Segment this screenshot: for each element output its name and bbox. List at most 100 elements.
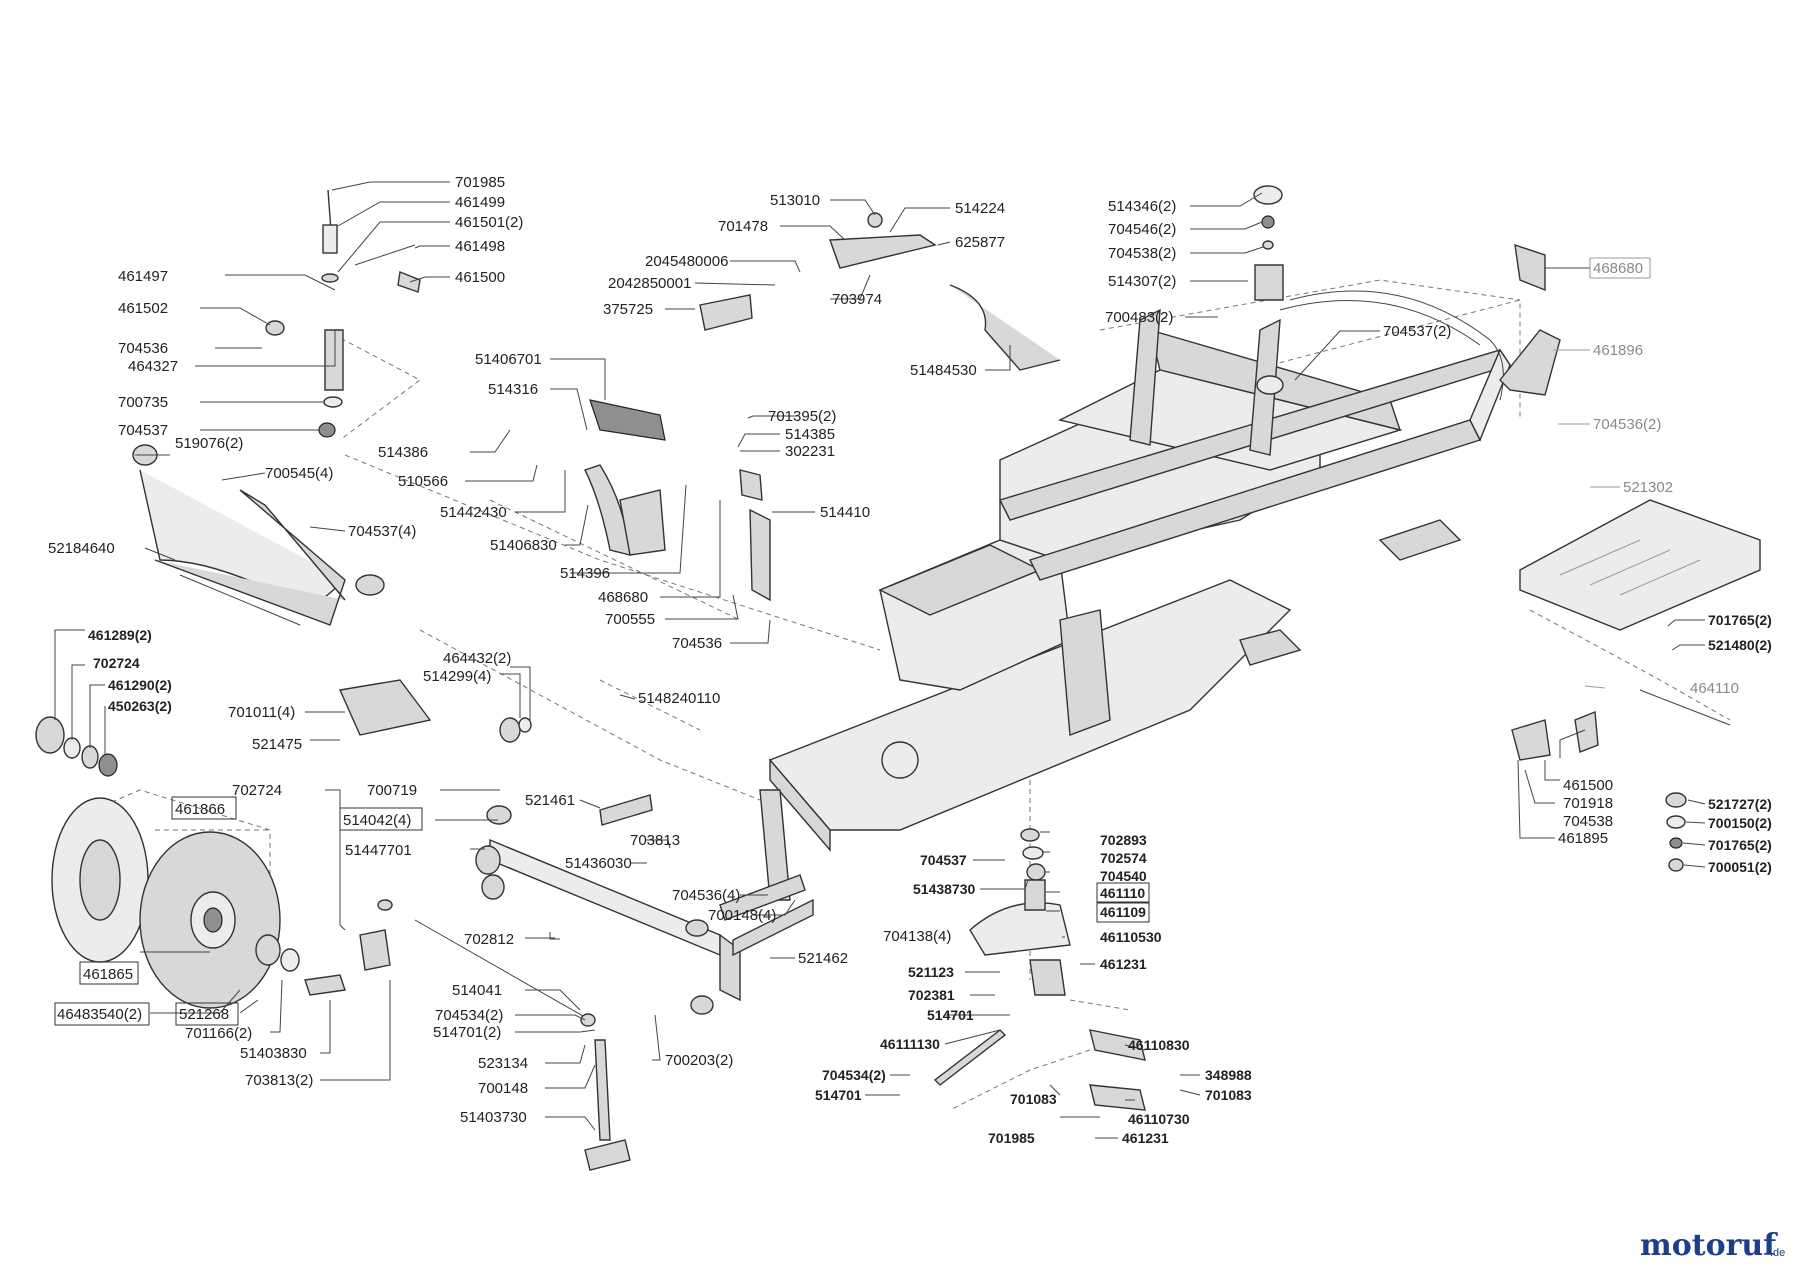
label-46110830: 46110830 bbox=[1128, 1037, 1190, 1053]
label-704537-4: 704537(4) bbox=[348, 523, 416, 540]
label-461110: 461110 bbox=[1100, 885, 1145, 901]
steering-spindle bbox=[304, 899, 631, 1171]
label-51403730: 51403730 bbox=[460, 1109, 527, 1126]
label-703813: 703813 bbox=[630, 832, 680, 849]
label-514386: 514386 bbox=[378, 444, 428, 461]
label-468680: 468680 bbox=[598, 589, 648, 606]
label-625877: 625877 bbox=[955, 234, 1005, 251]
seat-mount-hardware bbox=[1253, 185, 1284, 395]
label-461895: 461895 bbox=[1558, 830, 1608, 847]
label-514385: 514385 bbox=[785, 426, 835, 443]
label-701918: 701918 bbox=[1563, 795, 1613, 812]
label-704536: 704536 bbox=[118, 340, 168, 357]
label-461500: 461500 bbox=[455, 269, 505, 286]
label-704536-b: 704536 bbox=[672, 635, 722, 652]
label-700483: 700483(2) bbox=[1105, 309, 1173, 326]
label-302231: 302231 bbox=[785, 443, 835, 460]
label-703813-2: 703813(2) bbox=[245, 1072, 313, 1089]
label-51447701: 51447701 bbox=[345, 842, 412, 859]
brake-lever bbox=[699, 212, 1061, 371]
label-513010: 513010 bbox=[770, 192, 820, 209]
label-51403830: 51403830 bbox=[240, 1045, 307, 1062]
brand-suffix: .de bbox=[1770, 1247, 1785, 1259]
label-521268: 521268 bbox=[179, 1006, 229, 1023]
brand-name-text: motoruf bbox=[1640, 1228, 1778, 1263]
label-704536-c: 704536(2) bbox=[1593, 416, 1661, 433]
label-702381: 702381 bbox=[908, 987, 955, 1003]
label-704540: 704540 bbox=[1100, 868, 1147, 884]
label-46110730: 46110730 bbox=[1128, 1111, 1190, 1127]
label-450263: 450263(2) bbox=[108, 698, 172, 714]
label-461231-b: 461231 bbox=[1122, 1130, 1169, 1146]
label-2042850001: 2042850001 bbox=[608, 275, 691, 292]
label-701395: 701395(2) bbox=[768, 408, 836, 425]
label-46111130: 46111130 bbox=[880, 1036, 940, 1052]
label-704534-2: 704534(2) bbox=[822, 1067, 886, 1083]
label-702893: 702893 bbox=[1100, 832, 1147, 848]
label-701083-b: 701083 bbox=[1010, 1091, 1057, 1107]
label-461896: 461896 bbox=[1593, 342, 1643, 359]
label-701166: 701166(2) bbox=[185, 1025, 252, 1042]
label-702812: 702812 bbox=[464, 931, 514, 948]
label-464432: 464432(2) bbox=[443, 650, 511, 667]
label-704537-2: 704537(2) bbox=[1383, 323, 1451, 340]
label-51484530: 51484530 bbox=[910, 362, 977, 379]
label-461231: 461231 bbox=[1100, 956, 1147, 972]
label-464110: 464110 bbox=[1690, 680, 1739, 697]
part-labels: 701985 461499 461501(2) 461498 461497 46… bbox=[48, 174, 1772, 1146]
label-510566: 510566 bbox=[398, 473, 448, 490]
label-514316: 514316 bbox=[488, 381, 538, 398]
label-700735: 700735 bbox=[118, 394, 168, 411]
main-frame-chassis bbox=[759, 290, 1512, 901]
label-461498: 461498 bbox=[455, 238, 505, 255]
label-514041: 514041 bbox=[452, 982, 502, 999]
label-52184640: 52184640 bbox=[48, 540, 115, 557]
label-521480: 521480(2) bbox=[1708, 637, 1772, 653]
front-bumper bbox=[132, 444, 385, 626]
label-5148240110: 5148240110 bbox=[638, 690, 720, 707]
label-521462: 521462 bbox=[798, 950, 848, 967]
label-461502: 461502 bbox=[118, 300, 168, 317]
label-704534: 704534(2) bbox=[435, 1007, 503, 1024]
label-521461: 521461 bbox=[525, 792, 575, 809]
label-702574: 702574 bbox=[1100, 850, 1147, 866]
label-461289: 461289(2) bbox=[88, 627, 152, 643]
seat-plate bbox=[1519, 499, 1761, 631]
label-700051: 700051(2) bbox=[1708, 859, 1772, 875]
label-523134: 523134 bbox=[478, 1055, 528, 1072]
label-514701-c: 514701 bbox=[815, 1087, 862, 1103]
label-704538-2: 704538(2) bbox=[1108, 245, 1176, 262]
label-521302: 521302 bbox=[1623, 479, 1673, 496]
label-375725: 375725 bbox=[603, 301, 653, 318]
rear-bracket bbox=[1499, 243, 1731, 872]
label-521123: 521123 bbox=[908, 964, 954, 980]
label-521727: 521727(2) bbox=[1708, 796, 1772, 812]
brand-name: motoruf bbox=[1640, 1228, 1778, 1263]
label-51406830: 51406830 bbox=[490, 537, 557, 554]
label-700719: 700719 bbox=[367, 782, 417, 799]
label-700545: 700545(4) bbox=[265, 465, 333, 482]
label-701478: 701478 bbox=[718, 218, 768, 235]
label-700203: 700203(2) bbox=[665, 1052, 733, 1069]
label-461865: 461865 bbox=[83, 966, 133, 983]
label-464327: 464327 bbox=[128, 358, 178, 375]
label-514307: 514307(2) bbox=[1108, 273, 1176, 290]
label-514396: 514396 bbox=[560, 565, 610, 582]
callout-boxes bbox=[54, 257, 1651, 1026]
label-700150: 700150(2) bbox=[1708, 815, 1772, 831]
label-51438730: 51438730 bbox=[913, 881, 976, 897]
label-461290: 461290(2) bbox=[108, 677, 172, 693]
label-461866: 461866 bbox=[175, 801, 225, 818]
label-701765-a: 701765(2) bbox=[1708, 612, 1772, 628]
label-701985: 701985 bbox=[455, 174, 505, 191]
label-51442430: 51442430 bbox=[440, 504, 507, 521]
label-700148-4: 700148(4) bbox=[708, 907, 776, 924]
label-514701: 514701 bbox=[927, 1007, 974, 1023]
steering-sector bbox=[933, 828, 1146, 1111]
label-2045480006: 2045480006 bbox=[645, 253, 728, 270]
label-51406701: 51406701 bbox=[475, 351, 542, 368]
brand-logo: motoruf .de bbox=[1640, 1228, 1785, 1263]
rear-wheel bbox=[35, 716, 300, 1009]
label-704138: 704138(4) bbox=[883, 928, 951, 945]
label-519076: 519076(2) bbox=[175, 435, 243, 452]
